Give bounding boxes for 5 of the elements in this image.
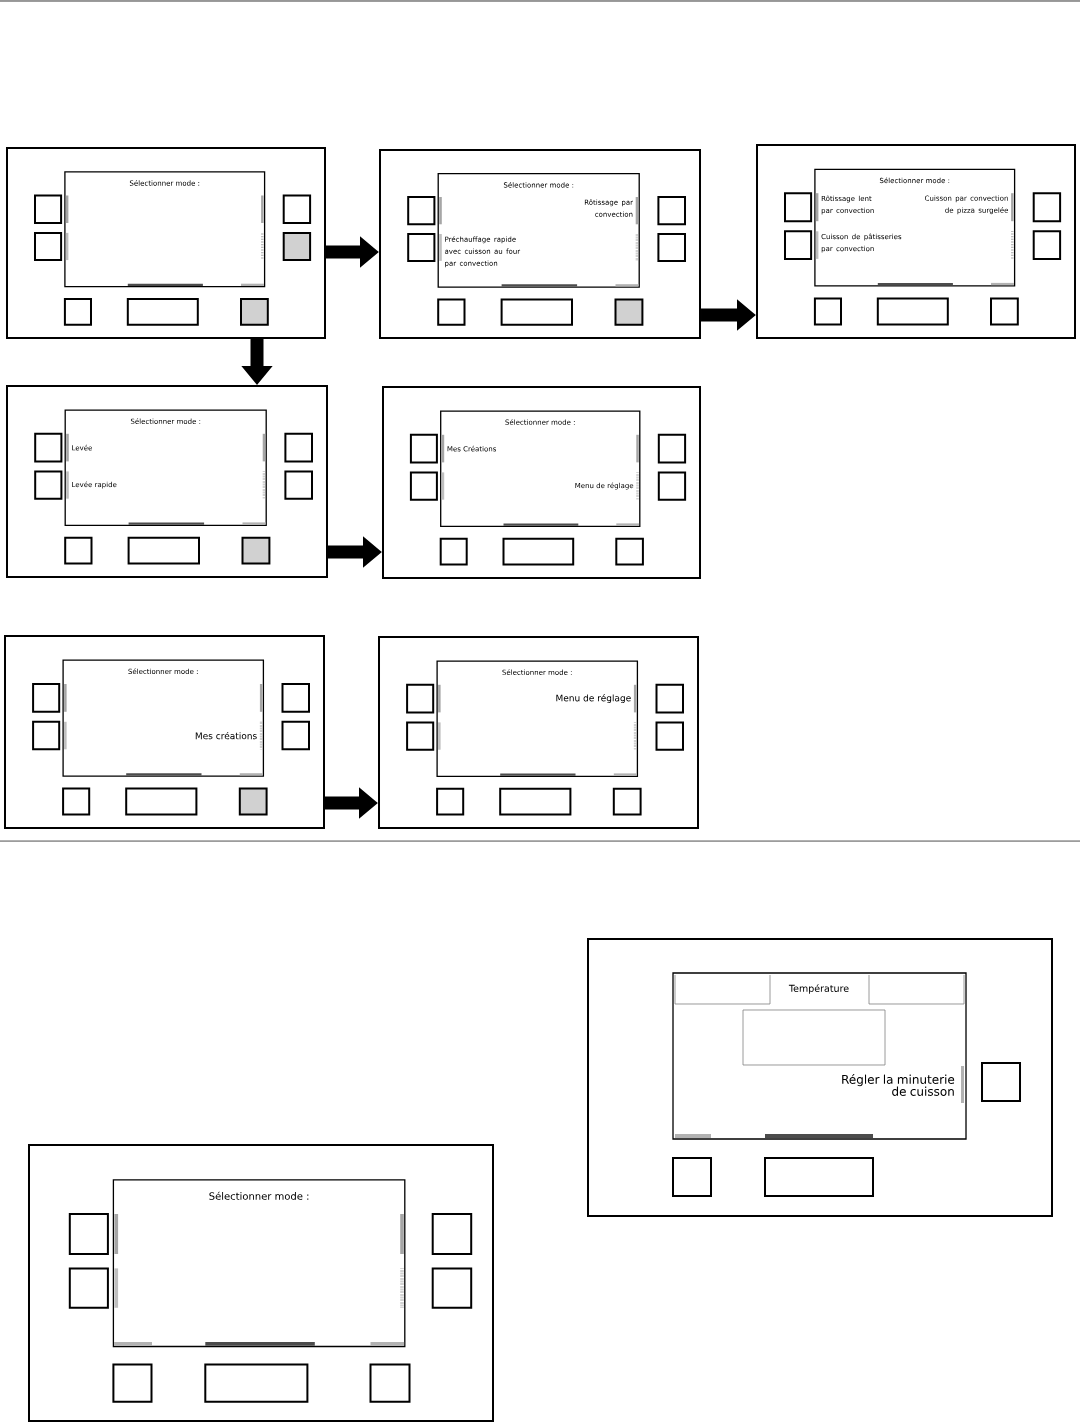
tab-label: Température [788,984,849,994]
menu-option: Régler la minuterie de cuisson [842,1074,955,1096]
menu-option: Menu de réglage [556,694,631,704]
screen-title: Sélectionner mode : [209,1191,309,1200]
menu-option: Mes créations [195,731,257,740]
